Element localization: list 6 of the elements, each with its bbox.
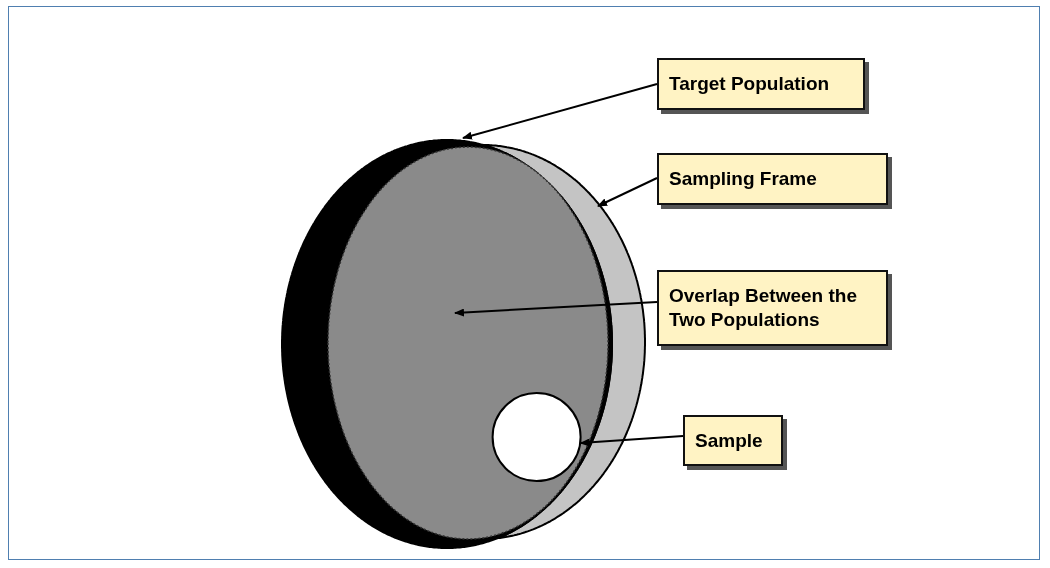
- leader-arrow: [597, 177, 658, 207]
- leader-arrow: [462, 83, 658, 140]
- leader-arrow: [454, 301, 658, 317]
- sample-circle: [491, 392, 582, 482]
- overlap-region: [327, 146, 609, 540]
- leader-arrow: [579, 435, 684, 447]
